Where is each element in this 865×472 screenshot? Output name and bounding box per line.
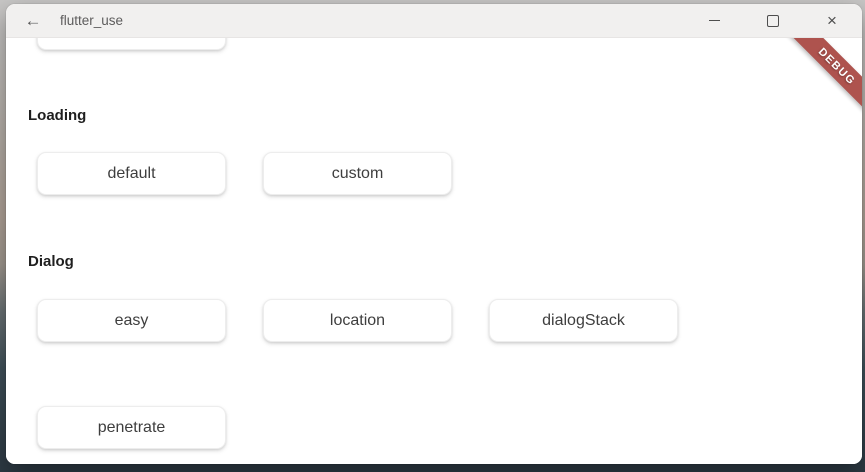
partial-button-top[interactable] bbox=[37, 38, 226, 50]
maximize-button[interactable] bbox=[750, 4, 796, 37]
back-button[interactable]: ← bbox=[18, 6, 48, 36]
section-label-dialog: Dialog bbox=[28, 253, 74, 270]
loading-button-row: default custom bbox=[37, 152, 452, 195]
button-default[interactable]: default bbox=[37, 152, 226, 195]
content-area: Loading default custom Dialog easy locat… bbox=[6, 38, 862, 464]
button-custom[interactable]: custom bbox=[263, 152, 452, 195]
close-icon: × bbox=[827, 11, 837, 30]
close-button[interactable]: × bbox=[809, 4, 855, 37]
section-label-loading: Loading bbox=[28, 107, 87, 124]
dialog-button-row-2: penetrate bbox=[37, 406, 226, 449]
titlebar: ← flutter_use × bbox=[6, 4, 862, 38]
window-title: flutter_use bbox=[60, 13, 124, 28]
button-easy[interactable]: easy bbox=[37, 299, 226, 342]
debug-banner-label: DEBUG bbox=[816, 45, 858, 88]
back-arrow-icon: ← bbox=[24, 10, 42, 30]
button-penetrate[interactable]: penetrate bbox=[37, 406, 226, 449]
button-location[interactable]: location bbox=[263, 299, 452, 342]
debug-banner: DEBUG bbox=[780, 38, 862, 124]
dialog-button-row: easy location dialogStack bbox=[37, 299, 678, 342]
maximize-icon bbox=[767, 14, 779, 27]
window-controls: × bbox=[678, 4, 862, 37]
minimize-button[interactable] bbox=[691, 4, 737, 37]
app-window: ← flutter_use × Loading default custo bbox=[6, 4, 862, 464]
minimize-icon bbox=[708, 20, 720, 21]
button-dialogstack[interactable]: dialogStack bbox=[489, 299, 678, 342]
